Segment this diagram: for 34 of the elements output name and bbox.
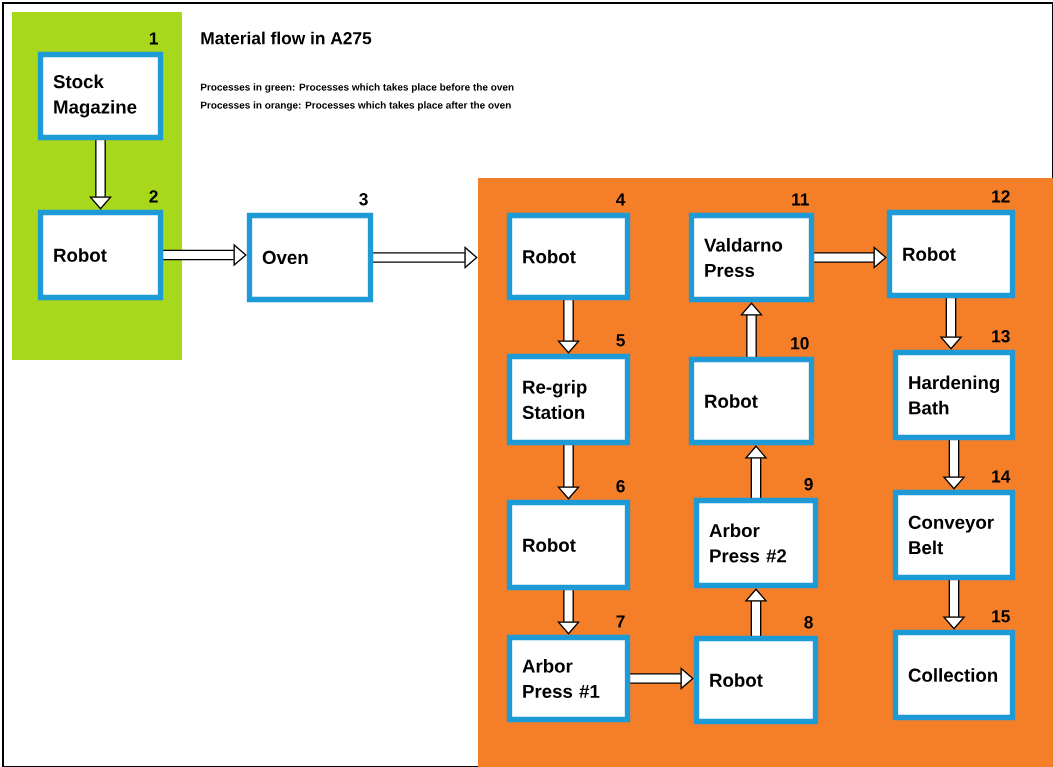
step-number: 5 (616, 334, 625, 347)
step-number: 9 (804, 478, 813, 491)
process-box: Collection (892, 629, 1016, 721)
step-number: 10 (791, 337, 809, 350)
process-box: Robot (506, 212, 631, 301)
note: Processes in green: Processes which takes place before the oven (200, 83, 514, 93)
step-number: 11 (792, 193, 809, 206)
note: Processes in orange: Processes which takes place after the oven (200, 101, 511, 111)
step-number: 4 (616, 193, 626, 206)
step-number: 7 (616, 615, 625, 628)
step-number: 13 (992, 330, 1010, 343)
process-box: Valdarno Press (688, 212, 815, 303)
step-number: 3 (359, 193, 368, 206)
process-box: Robot (37, 209, 164, 301)
step-number: 12 (992, 190, 1010, 203)
process-box: Oven (246, 212, 374, 303)
process-box: Robot (688, 356, 815, 446)
process-box: Arbor Press #2 (693, 497, 819, 589)
title: Material flow in A275 (201, 31, 372, 45)
step-number: 2 (149, 190, 158, 203)
process-box: Stock Magazine (37, 51, 164, 141)
step-number: 6 (616, 480, 625, 493)
step-number: 8 (804, 616, 813, 629)
block-arrow (373, 246, 478, 269)
process-box: Hardening Bath (892, 349, 1016, 441)
process-box: Robot (693, 635, 819, 725)
process-box: Robot (886, 209, 1016, 299)
process-box: Robot (506, 499, 631, 591)
step-number: 1 (149, 32, 158, 45)
process-box: Re-grip Station (506, 353, 631, 446)
process-box: Conveyor Belt (892, 489, 1016, 581)
process-box: Arbor Press #1 (506, 634, 631, 723)
step-number: 14 (992, 470, 1011, 483)
step-number: 15 (992, 610, 1010, 623)
